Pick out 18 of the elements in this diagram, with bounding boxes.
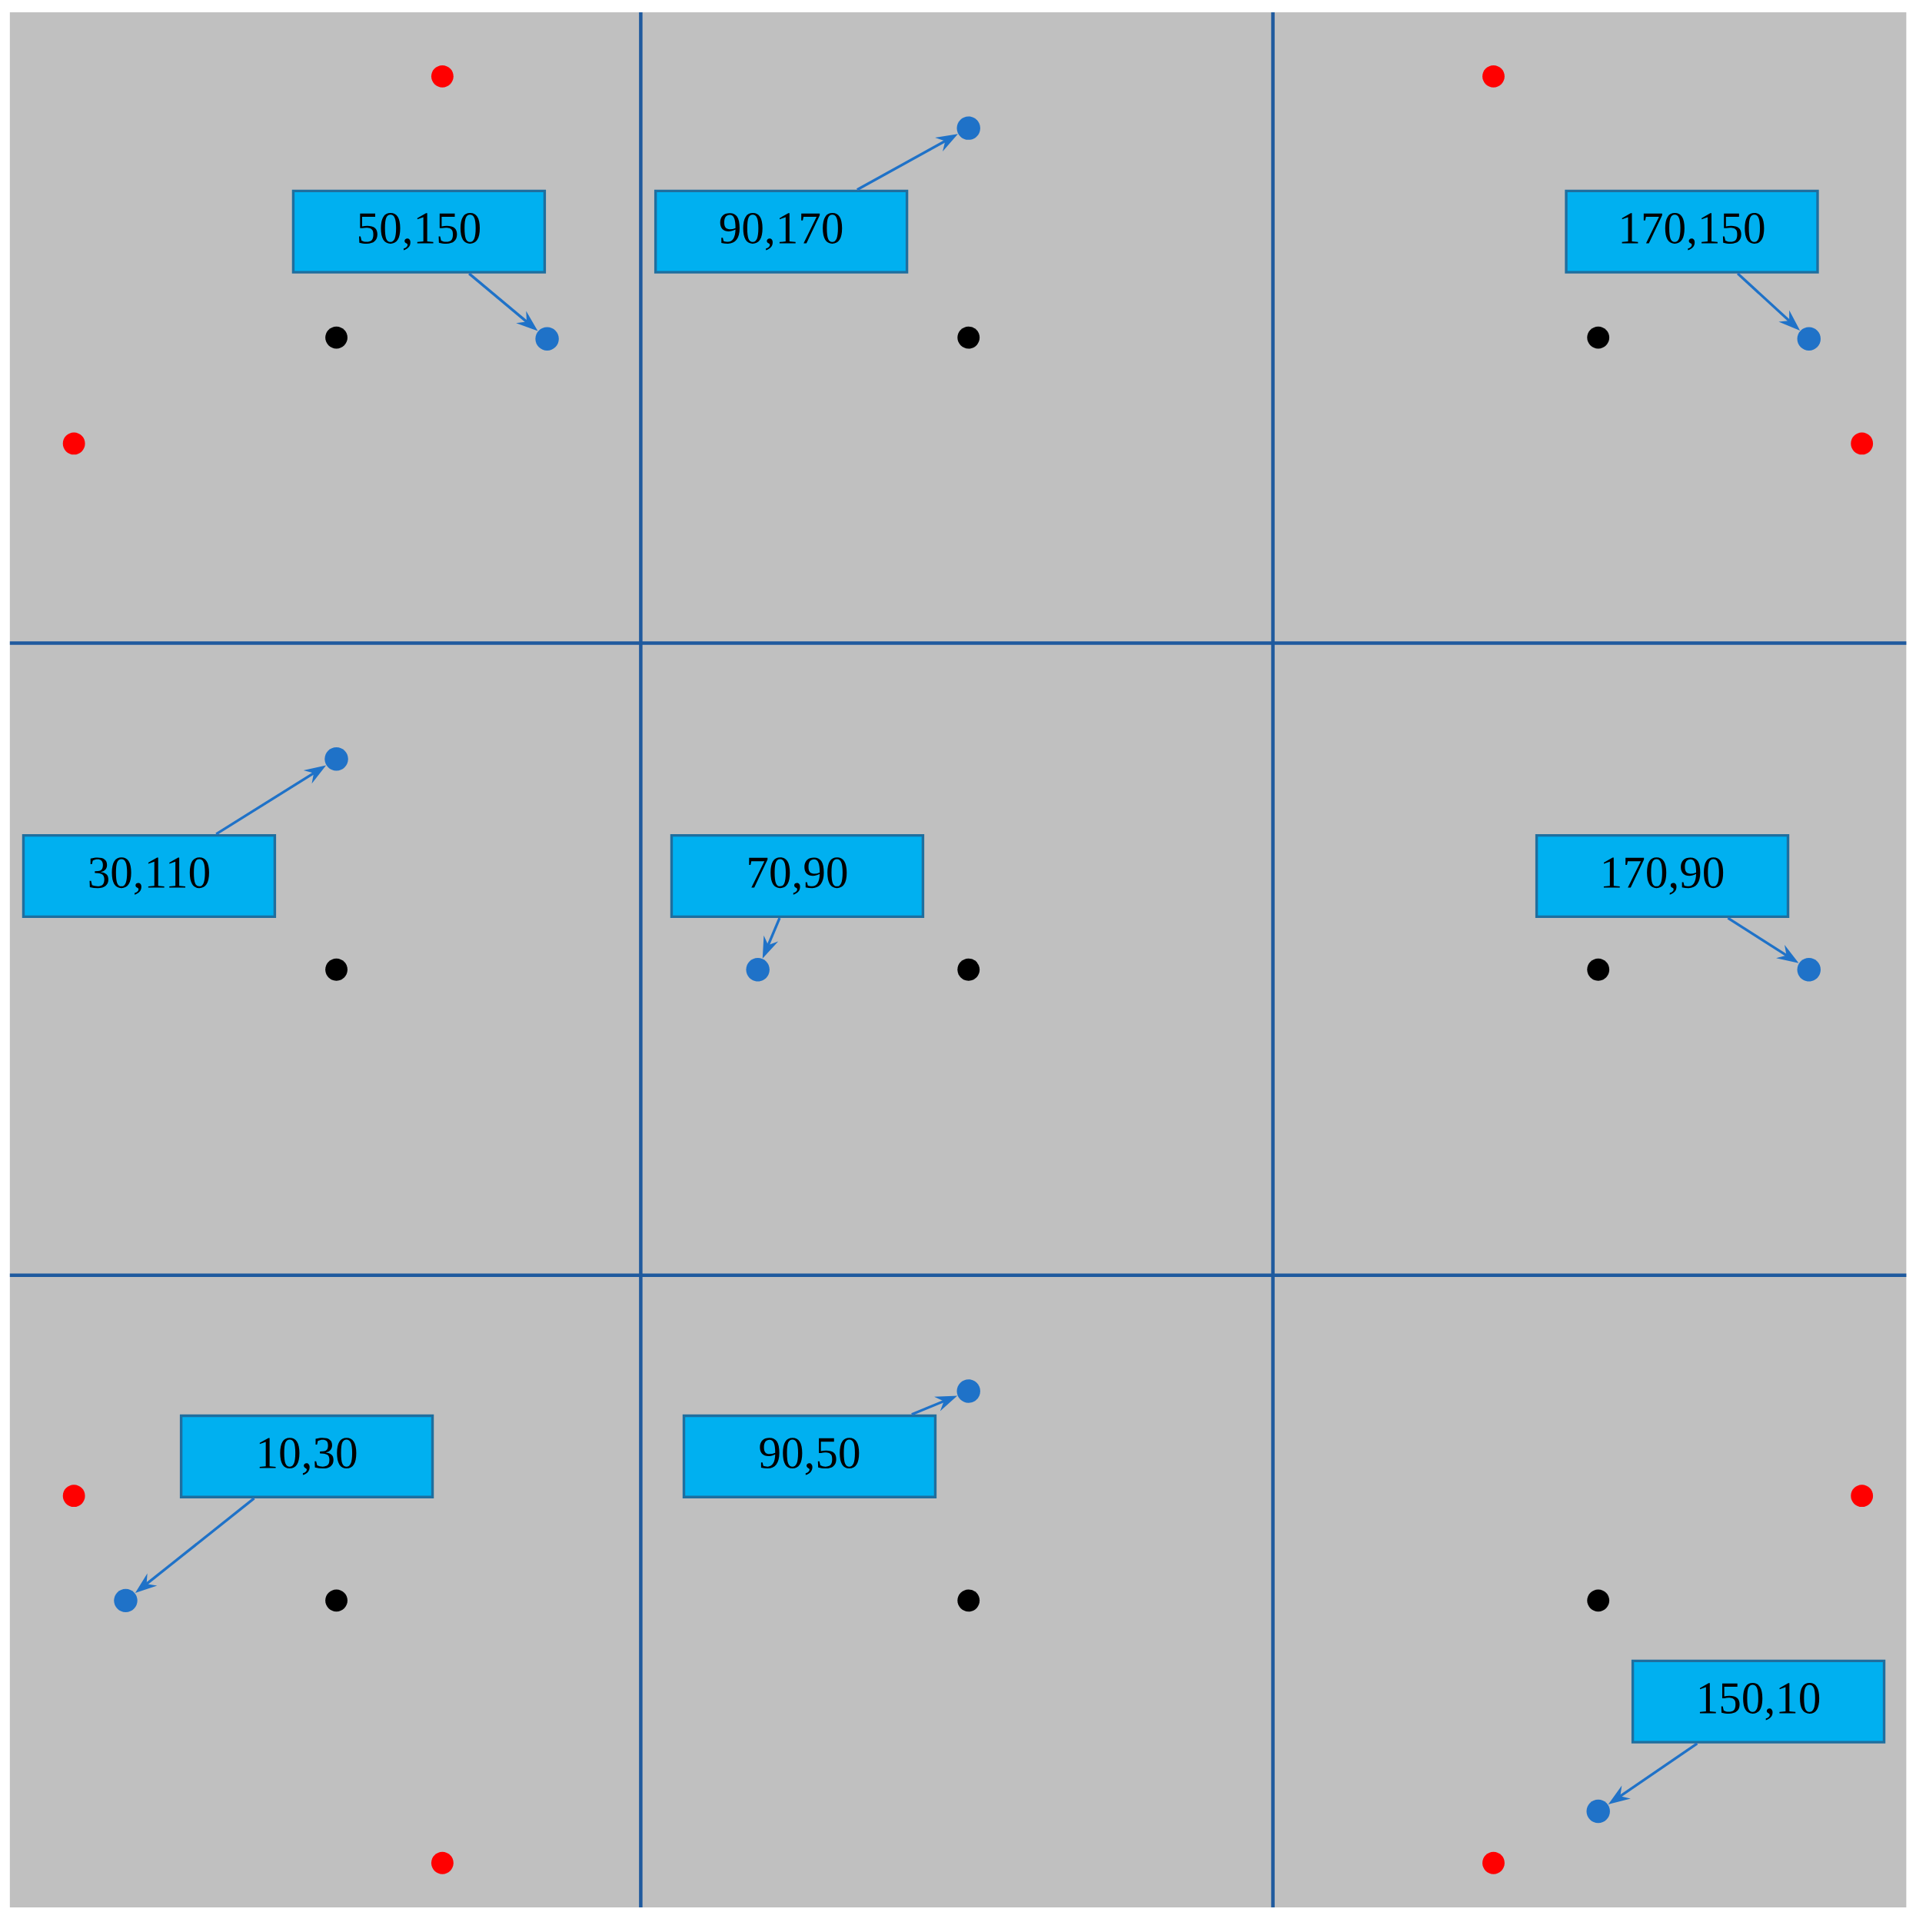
label-box: 150,10 xyxy=(1631,1659,1886,1744)
point-marker xyxy=(1586,1799,1610,1824)
point-marker xyxy=(535,327,559,351)
point-marker xyxy=(324,747,348,771)
label-box: 90,170 xyxy=(654,189,909,274)
point-marker xyxy=(746,958,770,982)
label-box: 90,50 xyxy=(682,1414,937,1498)
label-box: 30,110 xyxy=(22,833,276,919)
point-marker xyxy=(1797,958,1821,982)
point-marker xyxy=(956,1379,980,1403)
point-marker xyxy=(114,1588,138,1613)
point-marker xyxy=(956,116,980,140)
point-marker xyxy=(1797,327,1821,351)
label-box: 170,150 xyxy=(1565,189,1819,274)
label-box: 70,90 xyxy=(670,833,925,919)
label-box: 10,30 xyxy=(179,1414,434,1498)
label-box: 170,90 xyxy=(1535,833,1790,919)
label-box: 50,150 xyxy=(291,189,546,274)
